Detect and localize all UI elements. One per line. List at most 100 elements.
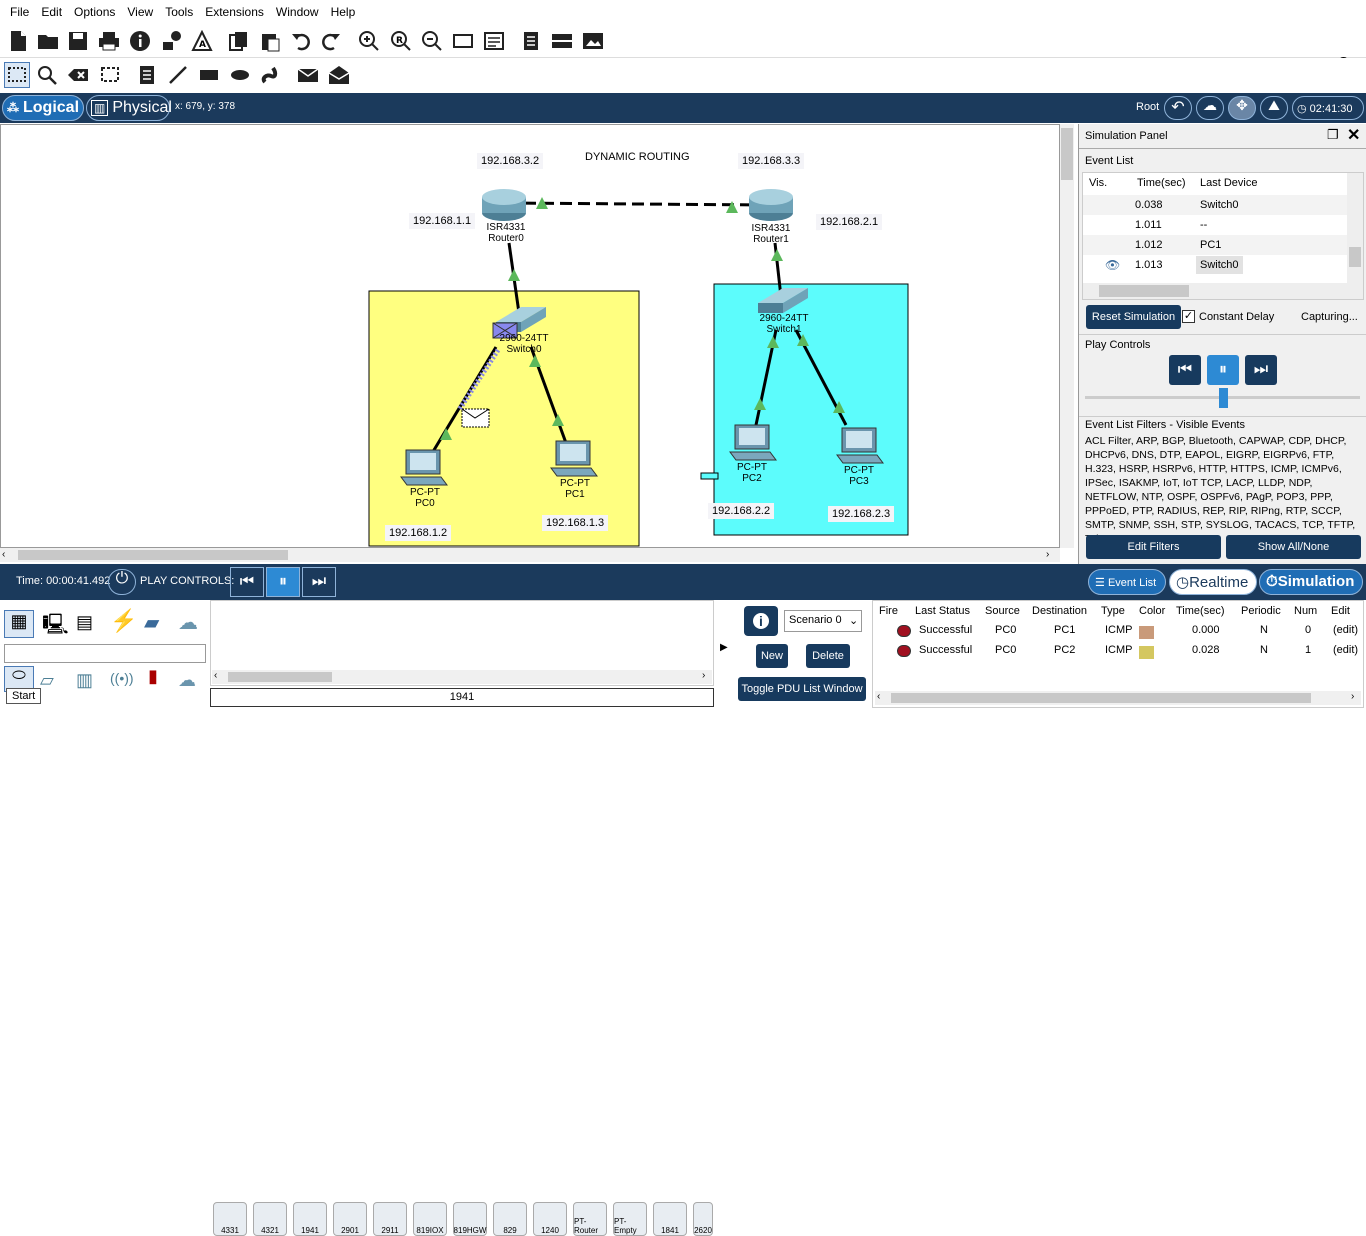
menu-view[interactable]: View: [127, 5, 154, 19]
custom-device-icon[interactable]: [481, 28, 507, 54]
background-image-icon[interactable]: ⛰: [1260, 96, 1288, 120]
fire-icon[interactable]: [897, 625, 911, 637]
device-pt-router[interactable]: PT-Router: [573, 1202, 607, 1236]
back-icon[interactable]: ↶: [1164, 96, 1192, 120]
scenario-select[interactable]: Scenario 0⌄: [784, 610, 862, 632]
logical-workspace[interactable]: DYNAMIC ROUTING 192.168.3.2 192.168.3.3 …: [0, 124, 1060, 548]
delete-scenario-button[interactable]: Delete: [806, 644, 850, 668]
resize-handle[interactable]: [700, 472, 719, 480]
switch0-icon[interactable]: [492, 307, 546, 339]
constant-delay-checkbox[interactable]: ✓: [1182, 310, 1195, 323]
activity-wizard-icon[interactable]: A: [189, 28, 215, 54]
fire-icon[interactable]: [897, 645, 911, 657]
menu-options[interactable]: Options: [74, 5, 116, 19]
info-icon[interactable]: [127, 28, 153, 54]
screenshot-icon[interactable]: [580, 28, 606, 54]
workspace-hscroll[interactable]: ‹ ›: [0, 548, 1060, 562]
zoom-out-icon[interactable]: [419, 28, 445, 54]
save-icon[interactable]: [65, 28, 91, 54]
device-1941[interactable]: 1941: [293, 1202, 327, 1236]
open-folder-icon[interactable]: [35, 28, 61, 54]
device-1841[interactable]: 1841: [653, 1202, 687, 1236]
router1-icon[interactable]: [749, 189, 793, 221]
menu-help[interactable]: Help: [330, 5, 356, 19]
event-vscroll[interactable]: [1347, 173, 1363, 283]
end-devices-category-icon[interactable]: 🖳: [42, 614, 69, 636]
close-icon[interactable]: ✕: [1347, 127, 1361, 144]
cloud-icon[interactable]: ☁: [1196, 96, 1224, 120]
pdu-envelope-icon[interactable]: [461, 408, 490, 428]
reset-simulation-button[interactable]: Reset Simulation: [1086, 305, 1181, 329]
hubs-subcategory-icon[interactable]: ▥: [76, 670, 94, 690]
switches-subcategory-icon[interactable]: ▱: [40, 670, 54, 690]
device-829[interactable]: 829: [493, 1202, 527, 1236]
device-2901[interactable]: 2901: [333, 1202, 367, 1236]
status-back-button[interactable]: ⏮: [230, 567, 264, 597]
copy-icon[interactable]: [226, 28, 252, 54]
draw-ellipse-icon[interactable]: [227, 62, 253, 88]
event-list-toggle[interactable]: ☰ Event List: [1088, 569, 1166, 595]
pc2-icon[interactable]: [729, 424, 777, 461]
scenario-info-button[interactable]: i: [744, 606, 778, 636]
router0-icon[interactable]: [482, 189, 526, 221]
connections-category-icon[interactable]: ⚡: [110, 608, 138, 633]
misc-category-icon[interactable]: ▰: [144, 612, 160, 634]
device-hscroll[interactable]: ‹ ›: [212, 670, 712, 684]
physical-mode-button[interactable]: ▥ Physical: [86, 95, 172, 121]
menu-edit[interactable]: Edit: [41, 5, 63, 19]
pdu-row[interactable]: Successful PC0 PC2 ICMP 0.028 N 1 (edit): [873, 641, 1363, 661]
device-819hgw[interactable]: 819HGW: [453, 1202, 487, 1236]
select-tool-icon[interactable]: [4, 62, 30, 88]
resize-shape-icon[interactable]: [97, 62, 123, 88]
network-devices-category-icon[interactable]: ▦: [4, 610, 34, 638]
simulation-mode-button[interactable]: ⏱Simulation: [1259, 569, 1363, 595]
simple-pdu-icon[interactable]: [295, 62, 321, 88]
complex-pdu-icon[interactable]: [326, 62, 352, 88]
multiuser-category-icon[interactable]: ☁: [178, 612, 198, 634]
components-category-icon[interactable]: ▤: [76, 612, 94, 632]
device-search-input[interactable]: [4, 644, 206, 663]
switch1-icon[interactable]: [758, 288, 808, 313]
menu-file[interactable]: File: [10, 5, 30, 19]
toggle-pdu-list-button[interactable]: Toggle PDU List Window: [738, 677, 866, 701]
step-forward-button[interactable]: ⏭: [1245, 355, 1277, 385]
pc1-icon[interactable]: [550, 440, 598, 477]
menu-window[interactable]: Window: [275, 5, 319, 19]
device-1240[interactable]: 1240: [533, 1202, 567, 1236]
pdu-hscroll[interactable]: ‹ ›: [875, 691, 1361, 705]
new-file-icon[interactable]: [5, 28, 31, 54]
wireless-subcategory-icon[interactable]: ((•)): [110, 670, 134, 686]
step-back-button[interactable]: ⏮: [1169, 355, 1201, 385]
undo-icon[interactable]: [288, 28, 314, 54]
device-2620[interactable]: 2620: [693, 1202, 713, 1236]
device-pt-empty[interactable]: PT-Empty: [613, 1202, 647, 1236]
draw-line-icon[interactable]: [165, 62, 191, 88]
zoom-in-icon[interactable]: [356, 28, 382, 54]
event-row-current[interactable]: 👁 1.013 Switch0: [1083, 255, 1347, 275]
print-icon[interactable]: [96, 28, 122, 54]
restore-icon[interactable]: ❐: [1327, 127, 1339, 142]
speed-slider-thumb[interactable]: [1219, 388, 1228, 408]
redo-icon[interactable]: [318, 28, 344, 54]
device-819iox[interactable]: 819IOX: [413, 1202, 447, 1236]
move-icon[interactable]: ✥: [1228, 96, 1256, 120]
security-subcategory-icon[interactable]: ▮: [148, 666, 158, 686]
freeform-icon[interactable]: [258, 62, 284, 88]
wan-emulation-subcategory-icon[interactable]: ☁: [178, 670, 196, 690]
event-hscroll[interactable]: [1083, 283, 1363, 299]
place-note-icon[interactable]: [134, 62, 160, 88]
notes-icon[interactable]: [518, 28, 544, 54]
collapse-arrow-icon[interactable]: ▶: [720, 642, 728, 653]
realtime-mode-button[interactable]: ◷Realtime: [1169, 569, 1257, 595]
device-2911[interactable]: 2911: [373, 1202, 407, 1236]
show-all-none-button[interactable]: Show All/None: [1226, 535, 1361, 559]
power-cycle-icon[interactable]: ⏻: [108, 569, 136, 595]
event-row[interactable]: 1.011--: [1135, 219, 1208, 231]
device-4321[interactable]: 4321: [253, 1202, 287, 1236]
drawing-palette-icon[interactable]: [450, 28, 476, 54]
delete-icon[interactable]: [65, 62, 91, 88]
menu-extensions[interactable]: Extensions: [205, 5, 264, 19]
workspace-vscroll[interactable]: [1060, 124, 1074, 548]
